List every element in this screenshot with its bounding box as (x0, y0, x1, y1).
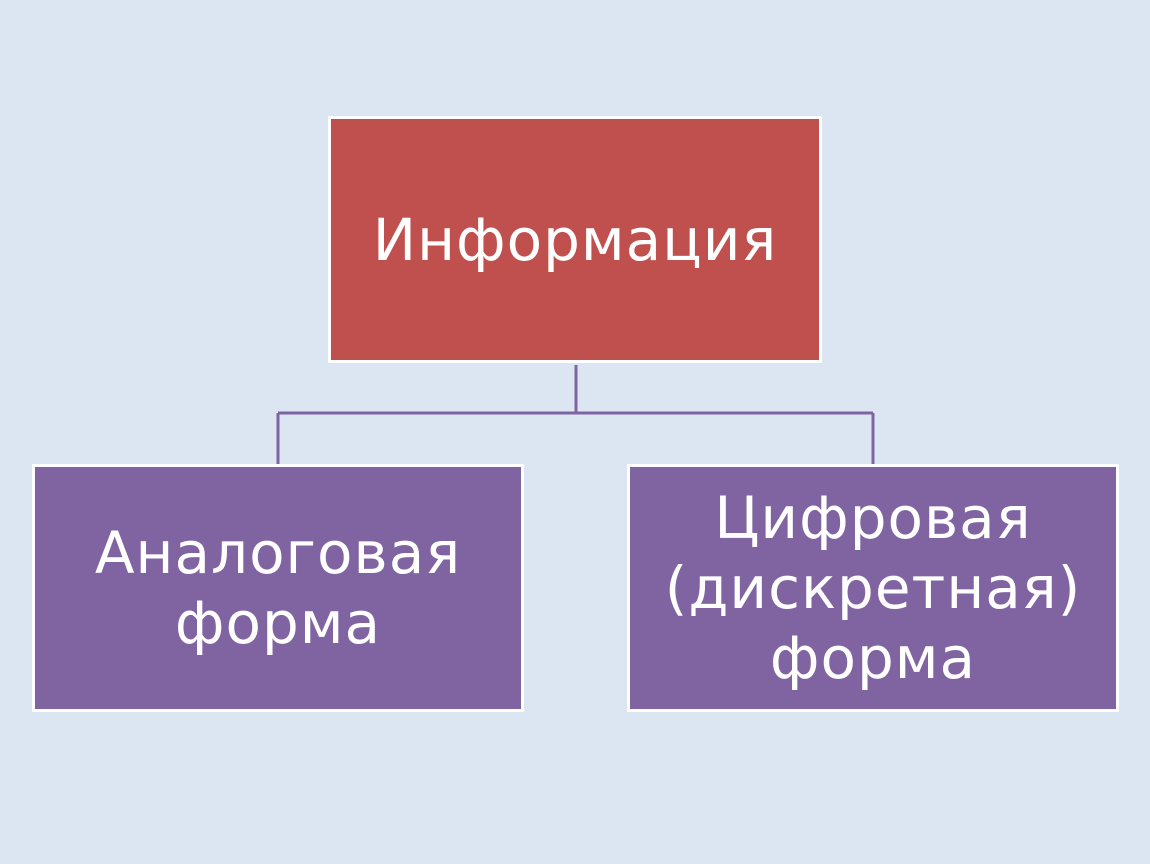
child-node-digital-label: Цифровая (дискретная) форма (664, 484, 1082, 692)
child-node-digital: Цифровая (дискретная) форма (627, 464, 1119, 712)
root-node: Информация (328, 116, 822, 363)
child-node-analog: Аналоговая форма (32, 464, 524, 712)
root-node-label: Информация (372, 205, 778, 274)
child-node-analog-label: Аналоговая форма (94, 519, 462, 657)
